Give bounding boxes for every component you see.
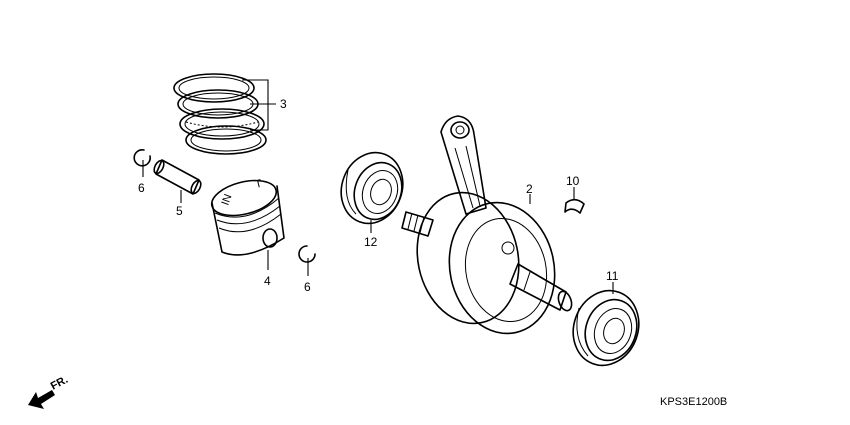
callout-clip-right: 6 [304,280,311,294]
callout-crankshaft: 2 [526,182,533,196]
crankshaft [401,115,573,335]
bearing-left [340,151,404,225]
leader-rings [242,79,276,131]
piston-pin [153,159,202,195]
callout-pin: 5 [176,204,183,218]
piston-pin-clip-right [298,245,316,263]
front-arrow-icon [28,390,55,409]
callout-piston: 4 [264,274,271,288]
bearing-right [572,289,640,367]
callout-bearing-right: 11 [606,269,619,283]
diagram-code: KPS3E1200B [660,396,727,408]
svg-text:T: T [254,178,264,191]
piston-pin-clip-left [133,149,151,167]
front-direction-label: FR. [49,374,70,393]
callout-woodruff-key: 10 [566,174,580,188]
callout-bearing-left: 12 [364,235,378,249]
callout-piston-rings: 3 [280,97,287,111]
piston-rings [173,73,267,155]
piston: T IN [210,178,285,256]
callout-clip-left: 6 [138,181,145,195]
woodruff-key [564,198,585,214]
svg-text:IN: IN [220,193,235,207]
